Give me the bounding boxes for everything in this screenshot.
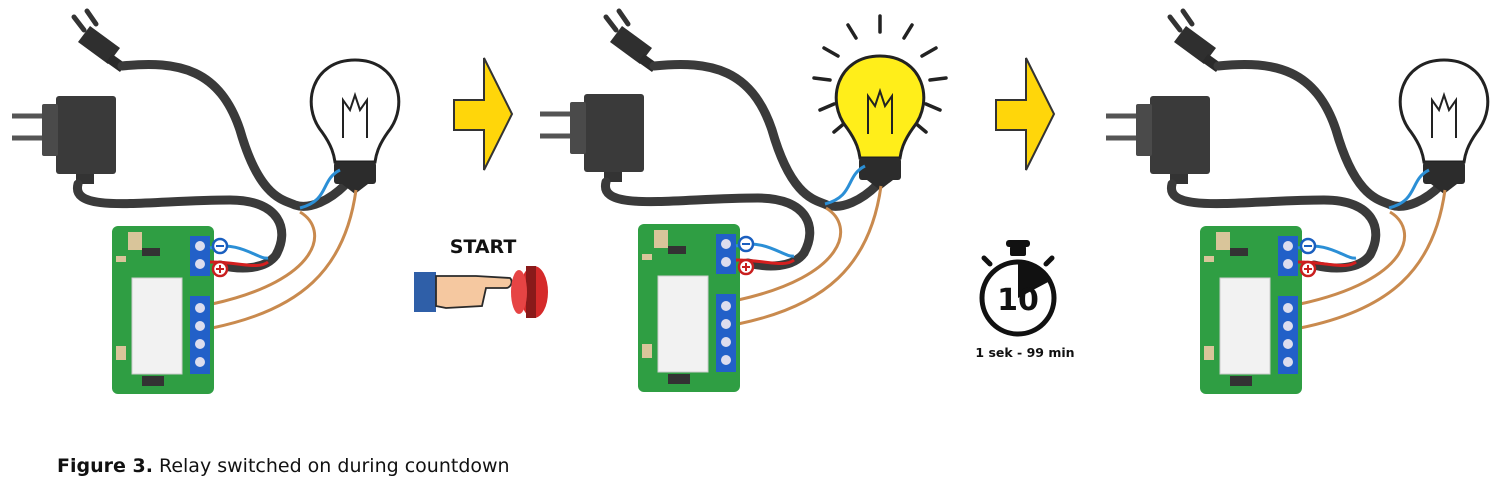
- wire-brown: [1299, 210, 1406, 306]
- minus-terminal-icon: [737, 235, 755, 253]
- start-label: START: [449, 236, 517, 258]
- caption-prefix: Figure 3.: [57, 455, 153, 477]
- cable: [649, 59, 882, 211]
- wire-brown: [211, 210, 317, 306]
- wire-brown: [737, 185, 883, 326]
- arrow-1: [453, 57, 513, 171]
- minus-terminal-icon: [211, 237, 229, 255]
- hand-pressing-button-icon: [414, 266, 548, 318]
- relay-module-icon: [1199, 225, 1303, 395]
- cable: [1167, 179, 1381, 273]
- relay-module-icon: [111, 225, 215, 395]
- plus-terminal-icon: [737, 258, 755, 276]
- figure-caption: Figure 3. Relay switched on during count…: [57, 455, 510, 477]
- power-adapter-icon: [12, 96, 116, 184]
- stage-1: [12, 11, 401, 395]
- minus-terminal-icon: [1299, 237, 1317, 255]
- wire-blue: [824, 164, 866, 206]
- mains-plug-icon: [1170, 11, 1222, 72]
- stage-3: [1106, 11, 1490, 395]
- timer-range-label: 1 sek - 99 min: [975, 345, 1075, 360]
- bulb-off-icon: [309, 58, 401, 194]
- timer-value: 10: [997, 283, 1039, 318]
- bulb-off-icon: [1398, 58, 1490, 194]
- plus-terminal-icon: [1299, 260, 1317, 278]
- caption-text: Relay switched on during countdown: [158, 455, 510, 477]
- mains-plug-icon: [606, 11, 658, 72]
- relay-module-icon: [637, 223, 741, 393]
- power-adapter-icon: [540, 94, 644, 182]
- power-adapter-icon: [1106, 96, 1210, 184]
- light-rays: [812, 14, 948, 134]
- arrow-2: [995, 57, 1055, 171]
- wire-brown: [211, 189, 358, 330]
- cable: [1213, 59, 1446, 211]
- stopwatch-icon: 10: [979, 240, 1057, 337]
- stage-2: [540, 11, 948, 393]
- wire-blue: [299, 168, 341, 210]
- bulb-on-icon: [834, 54, 926, 190]
- wire-blue: [1388, 168, 1430, 210]
- wire-brown: [737, 206, 843, 302]
- wire-brown: [1299, 189, 1447, 330]
- cable: [117, 59, 350, 211]
- mains-plug-icon: [74, 11, 126, 72]
- plus-terminal-icon: [211, 260, 229, 278]
